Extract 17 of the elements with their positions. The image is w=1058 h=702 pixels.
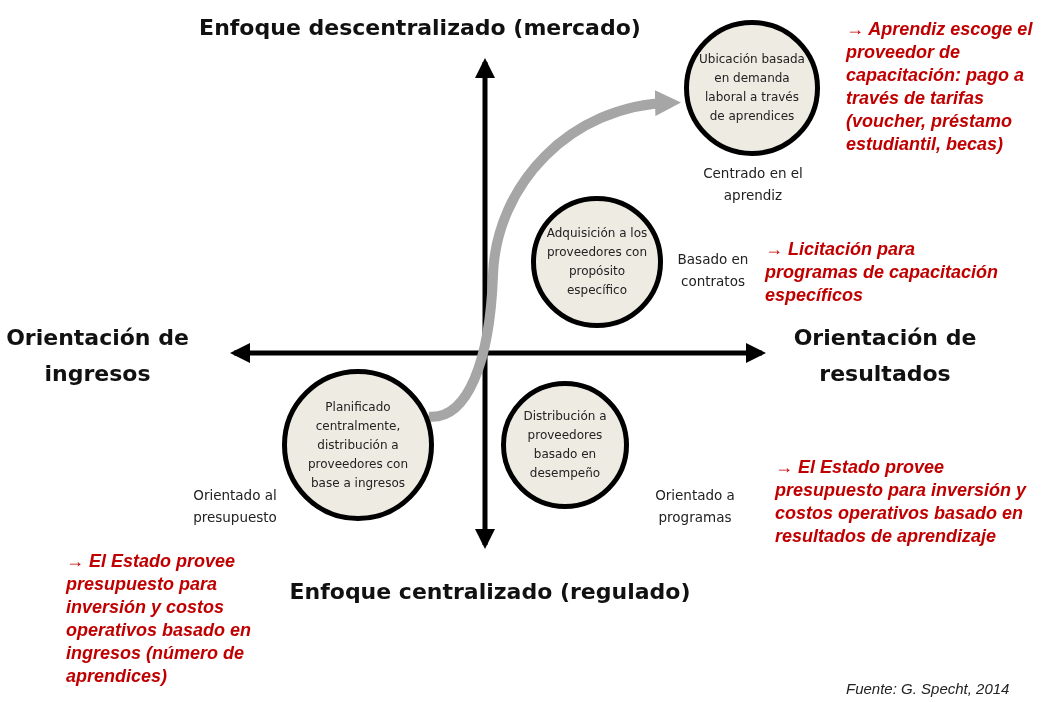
side-caption: Orientado al presupuesto [192, 486, 278, 527]
note-text: → El Estado provee presupuesto para inversión y costos operativos basado en ingresos (número de aprendices) [66, 550, 253, 688]
node-text: Distribución a proveedores basado en desempeño [522, 408, 608, 482]
side-caption: Centrado en el aprendiz [702, 164, 804, 205]
source-note: Fuente: G. Specht, 2014 [846, 680, 1011, 697]
axis-title: Enfoque descentralizado (mercado) [198, 14, 642, 42]
axis-title: Orientación de resultados [792, 324, 978, 388]
node-text: Adquisición a los proveedores con propósito específico [546, 225, 648, 299]
note-text: → El Estado provee presupuesto para inversión y costos operativos basado en resultados de aprendizaje [775, 456, 1028, 548]
axis-title: Orientación de ingresos [5, 324, 190, 388]
node-text: Ubicación basada en demanda laboral a través de aprendices [699, 51, 805, 125]
note-text: → Aprendiz escoge el proveedor de capacitación: pago a través de tarifas (voucher, préstamo estudiantil, becas) [846, 18, 1034, 156]
note-text: → Licitación para programas de capacitación específicos [765, 238, 1000, 307]
side-caption: Orientado a programas [654, 486, 736, 527]
axis-title: Enfoque centralizado (regulado) [288, 578, 692, 606]
node-text: Planificado centralmente, distribución a proveedores con base a ingresos [306, 398, 410, 492]
side-caption: Basado en contratos [676, 250, 750, 291]
